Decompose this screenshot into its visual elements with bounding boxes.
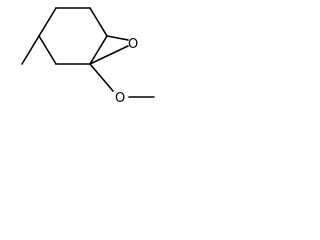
bond-methoxy-o (89, 63, 114, 92)
bond-ring-5 (38, 35, 57, 65)
bond-ring-3 (89, 35, 108, 65)
chemical-structure-diagram: O O (21, 7, 155, 106)
methoxy-oxygen-label: O (115, 91, 125, 106)
epoxide-oxygen-label: O (128, 37, 138, 52)
bond-methyl (21, 35, 40, 65)
bond-epoxide-bottom (89, 45, 129, 65)
bond-ring-2 (89, 7, 108, 37)
bond-epoxide-top (106, 35, 129, 41)
bond-ring-6 (38, 7, 57, 37)
